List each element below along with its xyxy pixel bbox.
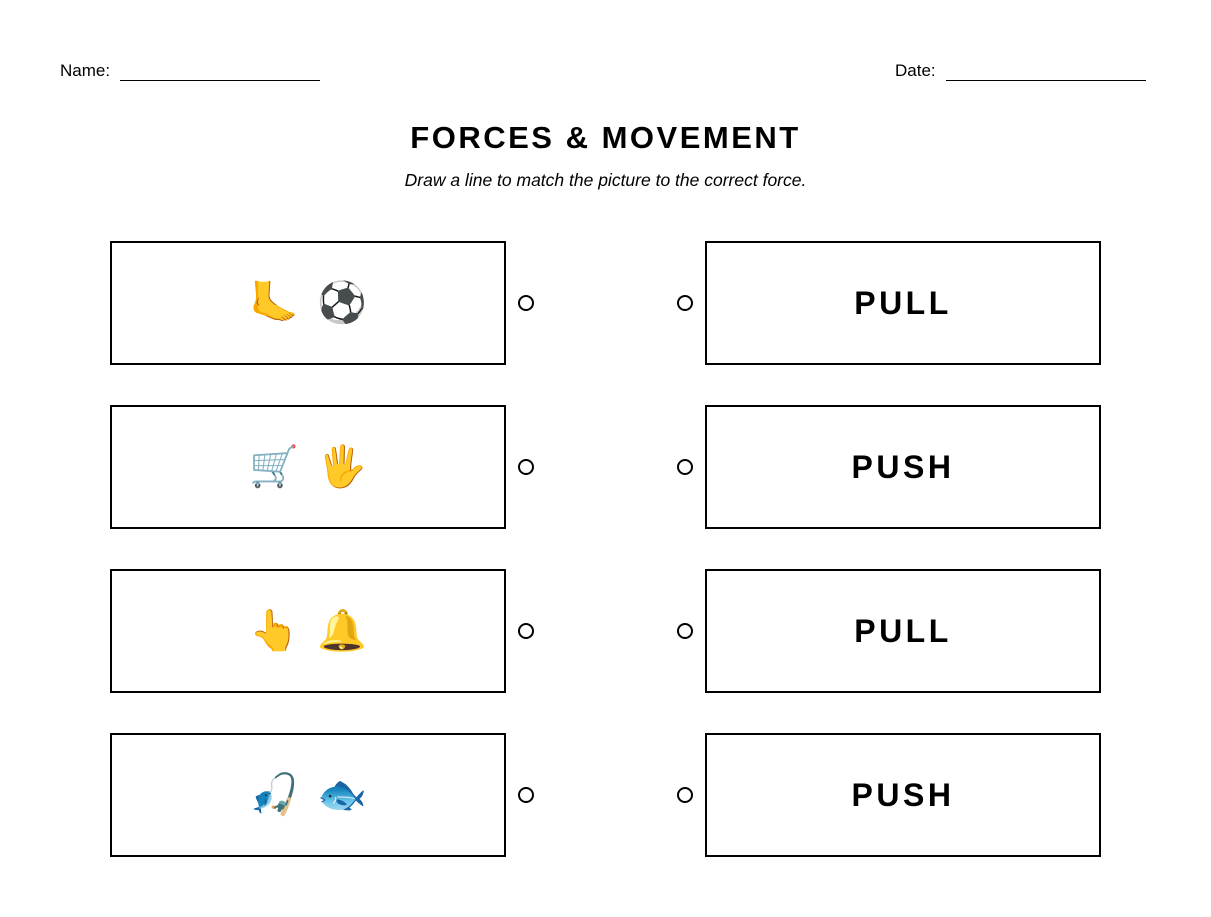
raised-hand-icon: 🖐 — [317, 445, 367, 489]
force-box-2: PUSH — [705, 405, 1101, 529]
match-dot-right-4[interactable] — [677, 787, 693, 803]
match-dot-right-1[interactable] — [677, 295, 693, 311]
worksheet-title: FORCES & MOVEMENT — [410, 120, 801, 155]
shopping-cart-icon: 🛒 — [249, 445, 299, 489]
force-label: PULL — [854, 284, 952, 321]
picture-box-4: 🎣 🐟 — [110, 733, 506, 857]
force-box-3: PULL — [705, 569, 1101, 693]
name-field: Name: — [60, 58, 321, 81]
date-blank-line[interactable] — [945, 58, 1146, 81]
picture-box-1: 🦶 ⚽ — [110, 241, 506, 365]
fishing-pole-icon: 🎣 — [249, 773, 299, 817]
force-label: PUSH — [851, 776, 955, 813]
bell-icon: 🔔 — [317, 609, 367, 653]
foot-icon: 🦶 — [249, 281, 299, 325]
force-label: PUSH — [851, 448, 955, 485]
match-dot-left-3[interactable] — [518, 623, 534, 639]
match-dot-left-2[interactable] — [518, 459, 534, 475]
name-label: Name: — [60, 61, 111, 80]
picture-box-2: 🛒 🖐 — [110, 405, 506, 529]
match-dot-left-4[interactable] — [518, 787, 534, 803]
soccer-ball-icon: ⚽ — [317, 281, 367, 325]
instructions: Draw a line to match the picture to the … — [404, 170, 807, 190]
force-label: PULL — [854, 612, 952, 649]
force-box-1: PULL — [705, 241, 1101, 365]
match-dot-right-3[interactable] — [677, 623, 693, 639]
fish-icon: 🐟 — [317, 773, 367, 817]
force-box-4: PUSH — [705, 733, 1101, 857]
name-blank-line[interactable] — [120, 58, 321, 81]
match-dot-right-2[interactable] — [677, 459, 693, 475]
date-field: Date: — [895, 58, 1146, 81]
date-label: Date: — [895, 61, 936, 80]
match-dot-left-1[interactable] — [518, 295, 534, 311]
pointing-finger-icon: 👆 — [249, 609, 299, 653]
picture-box-3: 👆 🔔 — [110, 569, 506, 693]
